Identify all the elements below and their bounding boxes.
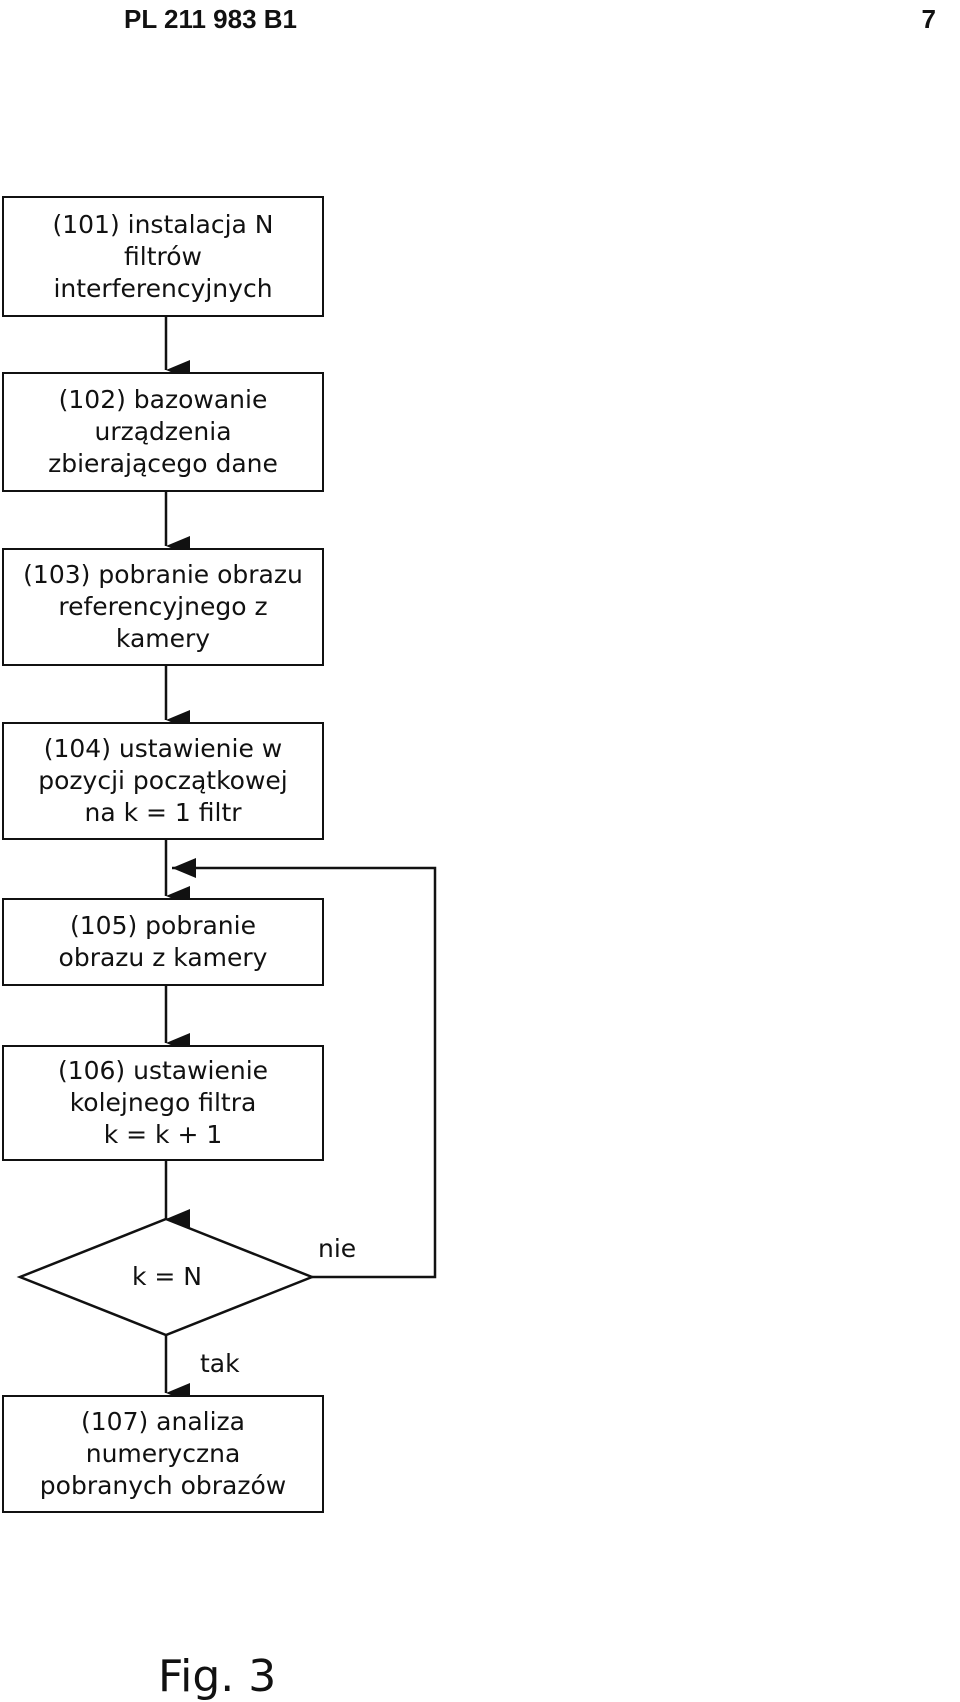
page-number: 7 [921, 4, 936, 34]
step-104-box: (104) ustawienie w pozycji początkowej n… [2, 722, 324, 840]
loop-back-line [172, 858, 437, 1279]
step-104-line-1: (104) ustawienie w [43, 734, 283, 763]
step-102-line-1: (102) bazowanie [58, 385, 268, 414]
step-102-line-2: urządzenia [94, 417, 232, 446]
step-101-line-1: (101) instalacja N [52, 209, 274, 239]
step-102-box: (102) bazowanie urządzenia zbierającego … [2, 372, 324, 492]
step-106-line-3: k = k + 1 [103, 1120, 223, 1149]
step-105-box: (105) pobranie obrazu z kamery [2, 898, 324, 986]
decision-no-label: nie [318, 1234, 357, 1263]
step-104-line-3: na k = 1 filtr [84, 798, 242, 827]
step-106-box: (106) ustawienie kolejnego filtra k = k … [2, 1045, 324, 1161]
step-106-line-2: kolejnego filtra [69, 1088, 257, 1117]
decision-condition: k = N [131, 1262, 203, 1291]
step-101-box: (101) instalacja N filtrów interferencyj… [2, 196, 324, 317]
step-101-line-3: interferencyjnych [53, 273, 273, 303]
patent-number: PL 211 983 B1 [124, 4, 297, 34]
decision-yes-label: tak [200, 1349, 240, 1378]
step-104-line-2: pozycji początkowej [38, 766, 288, 795]
decision-diamond [16, 1217, 316, 1337]
step-102-line-3: zbierającego dane [48, 449, 278, 478]
step-103-line-1: (103) pobranie obrazu [23, 560, 303, 589]
step-106-line-1: (106) ustawienie [57, 1056, 269, 1085]
step-103-line-3: kamery [115, 624, 211, 653]
step-107-line-2: numeryczna [85, 1439, 241, 1468]
step-107-box: (107) analiza numeryczna pobranych obraz… [2, 1395, 324, 1513]
step-103-box: (103) pobranie obrazu referencyjnego z k… [2, 548, 324, 666]
step-103-line-2: referencyjnego z [58, 592, 268, 621]
step-107-line-3: pobranych obrazów [39, 1471, 287, 1500]
step-107-line-1: (107) analiza [81, 1407, 245, 1436]
step-105-line-1: (105) pobranie [70, 911, 256, 940]
step-101-line-2: filtrów [124, 241, 202, 271]
step-105-line-2: obrazu z kamery [58, 943, 268, 972]
figure-caption: Fig. 3 [158, 1651, 277, 1702]
